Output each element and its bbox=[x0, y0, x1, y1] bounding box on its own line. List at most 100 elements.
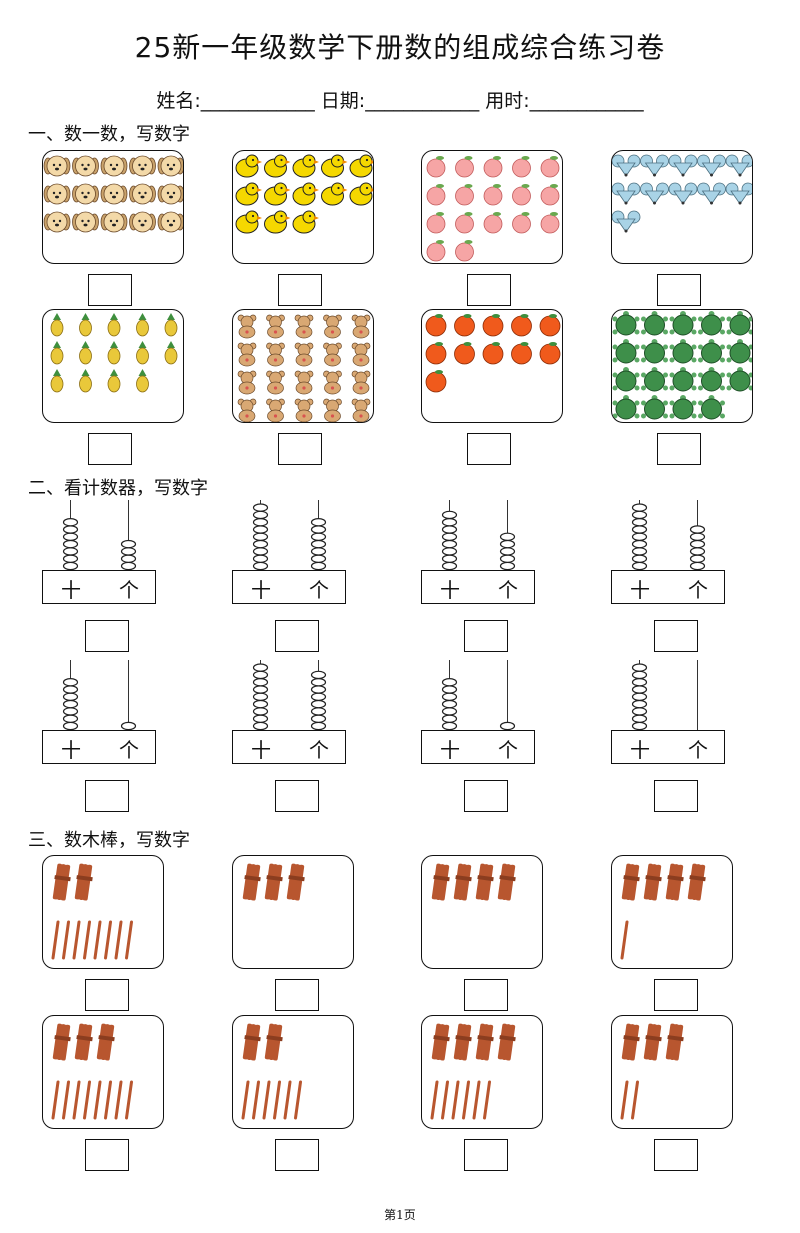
answer-box[interactable] bbox=[464, 979, 508, 1011]
single-stick-icon bbox=[262, 1080, 271, 1120]
stick-bundle-icon bbox=[621, 1023, 640, 1061]
single-stick-icon bbox=[620, 920, 629, 960]
answer-box[interactable] bbox=[654, 780, 698, 812]
stick-card bbox=[42, 1015, 164, 1129]
answer-box[interactable] bbox=[464, 620, 508, 652]
tens-bead bbox=[441, 692, 458, 702]
ones-bead bbox=[310, 561, 327, 571]
chick-icon bbox=[292, 182, 319, 206]
mouse-icon bbox=[668, 182, 698, 205]
peach-icon bbox=[512, 184, 531, 206]
answer-box[interactable] bbox=[275, 780, 319, 812]
turtle-icon bbox=[612, 311, 640, 336]
bear-icon bbox=[266, 314, 285, 339]
tens-bead bbox=[631, 714, 648, 723]
bear-icon bbox=[237, 370, 257, 395]
answer-box[interactable] bbox=[275, 979, 319, 1011]
abacus-base bbox=[611, 730, 725, 764]
turtle-icon bbox=[669, 311, 697, 336]
turtle-icon bbox=[641, 339, 668, 364]
single-stick-icon bbox=[273, 1080, 281, 1120]
answer-box[interactable] bbox=[275, 1139, 319, 1171]
dog-icon bbox=[129, 211, 156, 233]
answer-box[interactable] bbox=[88, 274, 132, 306]
answer-box[interactable] bbox=[278, 274, 322, 306]
ones-label: 个 bbox=[498, 738, 518, 762]
answer-box[interactable] bbox=[657, 433, 701, 465]
tens-bead bbox=[631, 670, 648, 680]
ones-bead bbox=[689, 525, 706, 534]
abacus: 十个 bbox=[611, 660, 727, 764]
answer-box[interactable] bbox=[467, 274, 511, 306]
answer-box[interactable] bbox=[654, 620, 698, 652]
answer-box[interactable] bbox=[657, 274, 701, 306]
ones-bead bbox=[689, 554, 706, 563]
single-stick-icon bbox=[620, 1080, 629, 1120]
tens-bead bbox=[441, 547, 458, 556]
answer-box[interactable] bbox=[85, 620, 129, 652]
tens-label: 十 bbox=[251, 578, 271, 602]
dog-icon bbox=[157, 155, 183, 177]
answer-box[interactable] bbox=[88, 433, 132, 465]
ones-bead bbox=[499, 721, 516, 731]
chick-icon bbox=[235, 182, 262, 206]
name-blank[interactable]: ____________ bbox=[200, 90, 315, 112]
single-stick-icon bbox=[72, 920, 81, 960]
single-stick-icon bbox=[125, 1080, 133, 1120]
tens-bead bbox=[441, 707, 458, 716]
tens-bead bbox=[631, 547, 648, 556]
turtle-icon bbox=[698, 339, 725, 364]
picture-card-pineapple bbox=[42, 309, 184, 423]
name-label: 姓名: bbox=[156, 90, 201, 112]
dog-icon bbox=[43, 183, 71, 205]
stick-bundle-icon bbox=[687, 863, 706, 901]
tens-bead bbox=[441, 554, 458, 563]
answer-box[interactable] bbox=[85, 1139, 129, 1171]
tens-bead bbox=[631, 692, 648, 702]
picture-card-mouse bbox=[611, 150, 753, 264]
stick-card bbox=[232, 855, 354, 969]
chick-icon bbox=[264, 154, 291, 178]
pineapple-icon bbox=[50, 313, 64, 337]
ones-rod bbox=[697, 660, 698, 732]
answer-box[interactable] bbox=[654, 1139, 698, 1171]
answer-box[interactable] bbox=[85, 780, 129, 812]
answer-box[interactable] bbox=[275, 620, 319, 652]
answer-box[interactable] bbox=[464, 780, 508, 812]
bear-icon bbox=[266, 370, 285, 395]
ones-bead bbox=[310, 525, 327, 534]
time-blank[interactable]: ____________ bbox=[529, 90, 644, 112]
tens-bead bbox=[441, 510, 458, 520]
page-number: 第1页 bbox=[384, 1208, 416, 1222]
tens-bead bbox=[631, 532, 648, 542]
date-label: 日期: bbox=[320, 90, 366, 112]
answer-box[interactable] bbox=[278, 433, 322, 465]
chick-icon bbox=[349, 154, 373, 178]
peach-icon bbox=[455, 156, 474, 178]
orange-icon bbox=[482, 342, 504, 365]
tens-bead bbox=[252, 518, 269, 527]
chick-icon bbox=[349, 182, 373, 206]
single-stick-icon bbox=[472, 1080, 481, 1120]
peach-icon bbox=[540, 156, 560, 178]
stick-bundle-icon bbox=[621, 863, 640, 901]
page-title: 25新一年级数学下册数的组成综合练习卷 bbox=[134, 31, 666, 64]
tens-bead bbox=[252, 539, 269, 549]
turtle-icon bbox=[726, 339, 752, 364]
picture-card-chick bbox=[232, 150, 374, 264]
tens-bead bbox=[252, 714, 269, 723]
tens-bead bbox=[252, 699, 269, 709]
ones-bead bbox=[499, 561, 516, 571]
dog-icon bbox=[129, 183, 156, 205]
bear-icon bbox=[294, 398, 314, 422]
answer-box[interactable] bbox=[467, 433, 511, 465]
tens-bead bbox=[631, 721, 648, 731]
answer-box[interactable] bbox=[654, 979, 698, 1011]
answer-box[interactable] bbox=[464, 1139, 508, 1171]
date-blank[interactable]: ____________ bbox=[365, 90, 480, 112]
answer-box[interactable] bbox=[85, 979, 129, 1011]
ones-bead bbox=[689, 547, 706, 556]
abacus-base bbox=[611, 570, 725, 604]
picture-card-orange bbox=[421, 309, 563, 423]
abacus-base bbox=[232, 730, 346, 764]
